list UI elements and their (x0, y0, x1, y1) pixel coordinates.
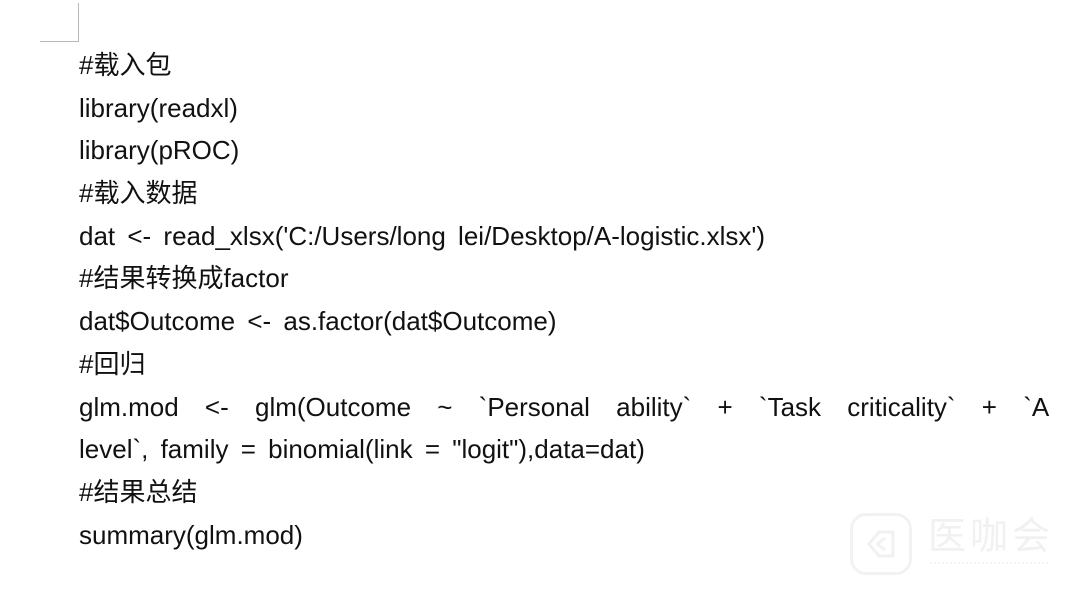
code-line: library(pROC) (79, 135, 240, 166)
page-corner-margin-mark (40, 3, 79, 42)
comment-line: #结果转换成factor (79, 263, 289, 294)
comment-line: #载入包 (79, 50, 172, 80)
code-line: dat <- read_xlsx('C:/Users/long lei/Desk… (79, 220, 765, 251)
medical-cross-logo-icon (850, 513, 912, 575)
comment-line: #结果总结 (79, 476, 198, 507)
comment-line: #回归 (79, 348, 146, 379)
code-line: library(readxl) (79, 92, 238, 123)
code-line: summary(glm.mod) (79, 519, 303, 550)
watermark-text: 医咖会 (928, 514, 1055, 558)
code-line: glm.mod <- glm(Outcome ~ `Personal abili… (79, 391, 1050, 422)
document-body: #载入包 library(readxl) library(pROC) #载入数据… (79, 44, 1080, 556)
code-line: level`, family = binomial(link = "logit"… (79, 434, 645, 465)
watermark-subtext-decoration (930, 562, 1048, 572)
comment-line: #载入数据 (79, 178, 198, 209)
code-line: dat$Outcome <- as.factor(dat$Outcome) (79, 306, 557, 337)
watermark: 医咖会 (848, 510, 1060, 580)
